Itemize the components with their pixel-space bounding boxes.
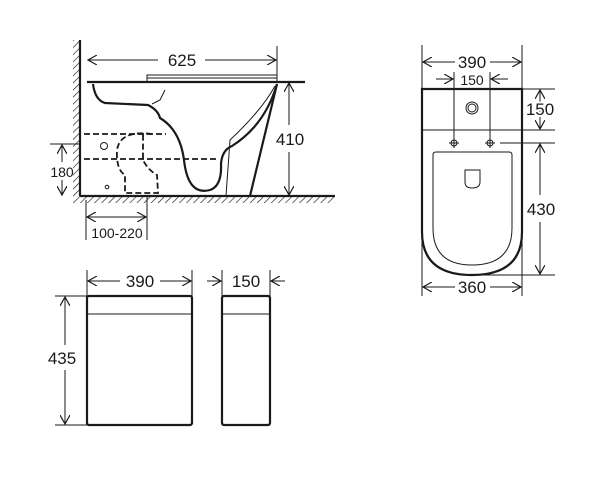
fixing-hole-small — [104, 184, 110, 190]
seat-outline — [432, 151, 513, 266]
top-view: 390 150 150 430 360 — [420, 45, 556, 297]
fixing-hole — [100, 142, 108, 150]
flush-button-inner — [467, 103, 477, 113]
flush-button-icon — [465, 101, 479, 115]
pedestal-inner — [225, 85, 276, 197]
outlet-height-dim: 180 — [50, 164, 74, 180]
cistern-depth-dim: 150 — [232, 272, 260, 291]
pedestal-front — [248, 83, 279, 197]
tank-depth-dim: 150 — [526, 100, 554, 119]
cistern-side-view: 150 — [207, 270, 285, 427]
cistern-width-dim: 390 — [126, 272, 154, 291]
cistern-side-outline — [220, 294, 272, 427]
wall-hatch — [73, 40, 80, 196]
outlet-pipe — [84, 133, 218, 160]
height-dim: 410 — [276, 130, 304, 149]
fixing-spacing-dim: 150 — [460, 72, 484, 88]
fixing-marks — [449, 138, 495, 148]
bowl-width-dim: 360 — [458, 278, 486, 297]
top-width-dim: 390 — [458, 53, 486, 72]
bowl-profile — [91, 83, 279, 192]
side-view: 625 410 180 100-220 — [50, 40, 335, 241]
bowl-length-dim: 430 — [527, 200, 555, 219]
trap-dashed — [116, 132, 159, 194]
cistern-height-dim: 435 — [48, 349, 76, 368]
length-dim: 625 — [168, 51, 196, 70]
seat-hinge-icon — [464, 169, 481, 189]
trap-edge — [151, 89, 166, 105]
floor-hatch — [73, 196, 335, 203]
cistern-front-view: 390 435 — [48, 270, 194, 427]
cistern-front-outline — [85, 294, 194, 427]
wall-offset-dim: 100-220 — [91, 225, 143, 241]
